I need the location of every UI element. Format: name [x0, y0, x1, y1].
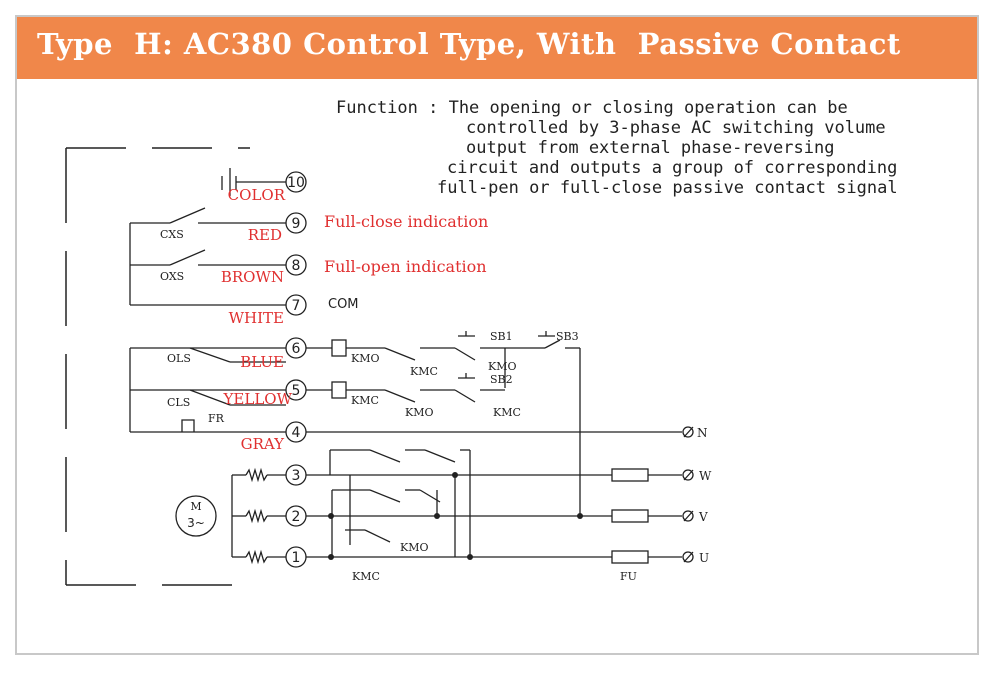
page-title: Type H: AC380 Control Type, With Passive…	[37, 27, 901, 61]
kmc-coil	[331, 381, 347, 399]
com-label: COM	[328, 297, 359, 312]
actuator-boundary	[65, 147, 250, 586]
kmo-coil-label: KMO	[351, 352, 380, 365]
wire-label-yellow: YELLOW	[223, 390, 293, 408]
terminal-number: 7	[292, 298, 301, 314]
fu-label: FU	[620, 570, 637, 583]
kmo-aux-label: KMO	[488, 360, 517, 373]
kmc-contact-label: KMC	[410, 365, 438, 378]
supply-terminals	[682, 426, 694, 563]
function-line-3: output from external phase-reversing	[466, 138, 834, 158]
function-line-4: circuit and outputs a group of correspon…	[447, 158, 897, 178]
supply-v-label: V	[698, 510, 708, 524]
wire-label-brown: BROWN	[221, 268, 284, 286]
function-line-1: Function : The opening or closing operat…	[336, 98, 848, 118]
kmc-coil-label: KMC	[351, 394, 379, 407]
supply-w-label: W	[699, 469, 712, 483]
kmc-aux-label: KMC	[493, 406, 521, 419]
terminal-number: 9	[292, 216, 301, 232]
function-line-5: full-pen or full-close passive contact s…	[437, 178, 898, 198]
motor-phase-label: 3~	[187, 516, 205, 530]
terminal-number: 2	[292, 509, 301, 525]
full-open-label: Full-open indication	[324, 257, 487, 276]
function-line-2: controlled by 3-phase AC switching volum…	[466, 118, 886, 138]
kmo-contact-label: KMO	[405, 406, 434, 419]
wire-label-red: RED	[248, 226, 282, 244]
ols-label: OLS	[167, 352, 191, 365]
fuse-u	[611, 550, 649, 564]
wire-label-color: COLOR	[228, 186, 286, 204]
wiring-lines	[129, 168, 682, 565]
junction-dots	[328, 472, 583, 560]
cls-label: CLS	[167, 396, 190, 409]
terminal-number: 8	[292, 258, 301, 274]
wire-label-blue: BLUE	[240, 353, 284, 371]
kmo-coil	[331, 339, 347, 357]
diagram-frame: Type H: AC380 Control Type, With Passive…	[15, 15, 979, 655]
terminal-number: 3	[292, 468, 301, 484]
fuse-v	[611, 509, 649, 523]
fuse-w	[611, 468, 649, 482]
motor-icon	[175, 495, 217, 537]
coils	[331, 339, 649, 564]
cxs-label: CXS	[160, 228, 184, 241]
terminal-number: 6	[292, 341, 301, 357]
wire-label-white: WHITE	[229, 309, 284, 327]
terminal-number: 1	[292, 550, 301, 566]
oxs-label: OXS	[160, 270, 184, 283]
supply-u-label: U	[699, 551, 709, 565]
kmc-main-label: KMC	[352, 570, 380, 583]
header-banner: Type H: AC380 Control Type, With Passive…	[17, 17, 977, 79]
supply-n-label: N	[697, 426, 708, 440]
sb2-label: SB2	[490, 373, 513, 386]
terminal-number: 4	[292, 425, 301, 441]
kmo-main-label: KMO	[400, 541, 429, 554]
terminal-number: 10	[287, 175, 305, 191]
terminal-number: 5	[292, 383, 301, 399]
terminal-circles	[285, 171, 307, 568]
fr-label: FR	[208, 412, 225, 425]
sb1-label: SB1	[490, 330, 513, 343]
sb3-label: SB3	[556, 330, 579, 343]
motor-m-label: M	[190, 500, 201, 513]
wire-label-gray: GRAY	[241, 435, 286, 453]
full-close-label: Full-close indication	[324, 212, 488, 231]
